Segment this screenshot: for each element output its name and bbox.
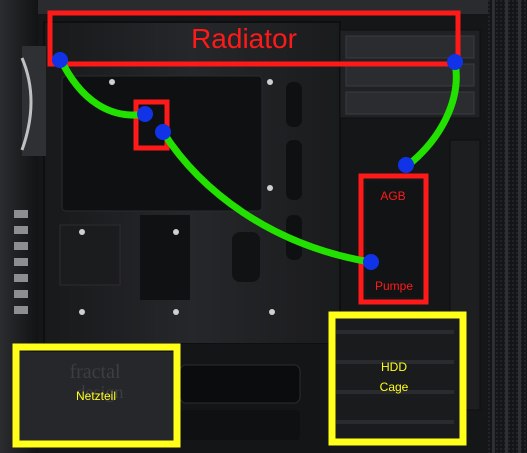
hdd-cage-box [328,311,467,446]
drive-bays [339,29,481,119]
cable-grommet-mid [286,140,302,200]
tray-cutout-center [140,215,190,300]
standoffs [79,79,275,315]
fitting-radiator-left [52,52,68,68]
fitting-pump [363,254,379,270]
bottom-fan-vent [179,364,301,404]
fitting-cpu-in [137,106,153,122]
tube-cpu-to-pump [159,128,374,266]
rear-fan [20,46,46,156]
tube-radiator-to-agb [403,58,460,170]
radiator-box [47,10,461,67]
psu-logo-subtext: design [77,382,124,402]
tube-radiator-to-cpu [56,54,150,119]
hdd-label: HDD [381,360,407,374]
pumpe-label: Pumpe [375,279,413,293]
radiator-label: Radiator [191,23,297,54]
fittings [52,52,463,270]
agb-pumpe-inner [366,181,421,297]
psu-unit [18,352,176,442]
cable-grommet-upper [286,82,302,127]
pci-slot-brackets [14,210,28,314]
psu-logo-text: fractal [69,361,121,383]
tray-cutout-left [59,224,121,286]
netzteil-box [12,343,181,448]
cpu-block-box [133,99,170,151]
front-mesh-ridges [492,0,521,453]
hdd-cage-rails [336,330,454,424]
fitting-cpu-out [155,124,171,140]
fitting-radiator-right [447,54,463,70]
agb-pumpe-box [358,173,429,305]
cage-label: Cage [380,380,409,394]
fitting-agb [398,157,414,173]
bottom-filter [180,410,300,440]
agb-label: AGB [380,189,405,203]
netzteil-label: Netzteil [76,389,116,403]
tray-grommet [232,232,260,282]
